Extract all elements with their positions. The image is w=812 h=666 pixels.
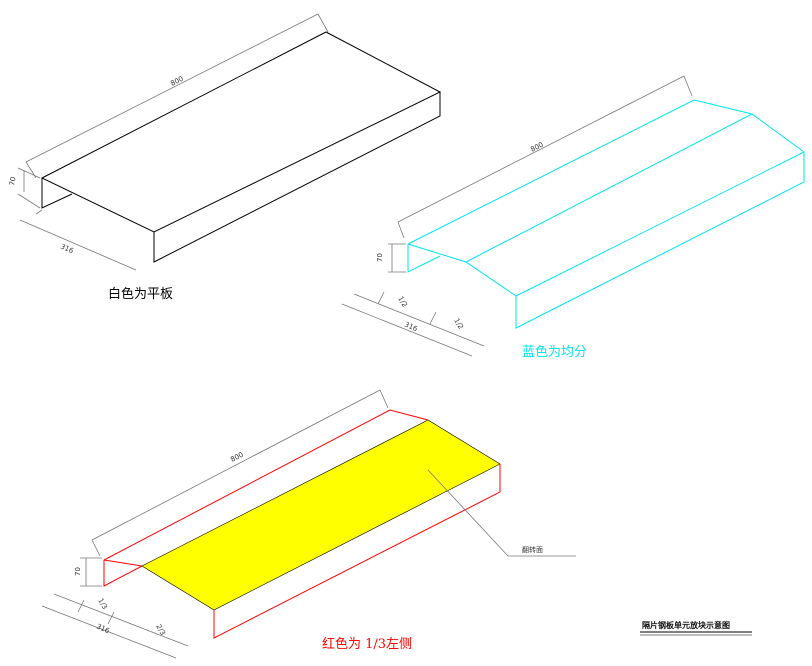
even-split-edge-back — [407, 99, 695, 245]
left-third-back-edge — [103, 409, 429, 561]
left-third-segment-b-label: 2/3 — [154, 623, 167, 637]
left-third-flip-face — [141, 419, 501, 611]
even-split-dimensions — [341, 75, 693, 357]
left-third-bend-near — [103, 559, 143, 567]
even-split-front-side — [407, 244, 441, 273]
flat-panel-width-label: 316 — [59, 243, 75, 256]
flat-panel-caption: 白色为平板 — [108, 286, 173, 302]
left-third-caption: 红色为 1/3左侧 — [322, 636, 412, 652]
flat-panel-dimensions — [17, 13, 329, 271]
flat-panel-front-edge — [41, 178, 73, 209]
even-split-segment-b-label: 1/2 — [452, 317, 465, 331]
left-third-height-label: 70 — [74, 567, 82, 576]
even-split-edge-middle — [465, 113, 753, 263]
even-split-caption: 蓝色为均分 — [522, 344, 587, 360]
left-third-dimensions — [41, 389, 389, 659]
even-split-ridge-near — [407, 243, 517, 297]
even-split-drawing — [407, 99, 805, 329]
even-split-height-label: 70 — [376, 253, 384, 262]
left-third-width-label: 316 — [95, 623, 111, 636]
flat-panel-height-label: 70 — [8, 176, 17, 186]
even-split-segment-a-label: 1/2 — [396, 295, 409, 309]
left-third-bottom-edge — [213, 464, 501, 639]
flat-panel-top-face — [40, 31, 442, 233]
even-split-ridge-far — [693, 99, 805, 153]
flip-face-leader-line — [427, 469, 576, 557]
even-split-bottom-edge — [515, 152, 805, 329]
even-split-edge-front — [515, 151, 805, 297]
drawing-title: 隔片钢板单元放块示意图 — [642, 620, 730, 630]
left-third-front-side — [103, 560, 143, 587]
left-third-drawing — [103, 409, 501, 639]
even-split-length-label: 800 — [529, 141, 545, 154]
flat-panel-bottom-edge — [153, 92, 441, 263]
left-third-segment-a-label: 1/3 — [96, 597, 109, 611]
flip-face-leader-label: 翻转面 — [522, 545, 543, 554]
flat-panel-drawing — [40, 31, 442, 263]
